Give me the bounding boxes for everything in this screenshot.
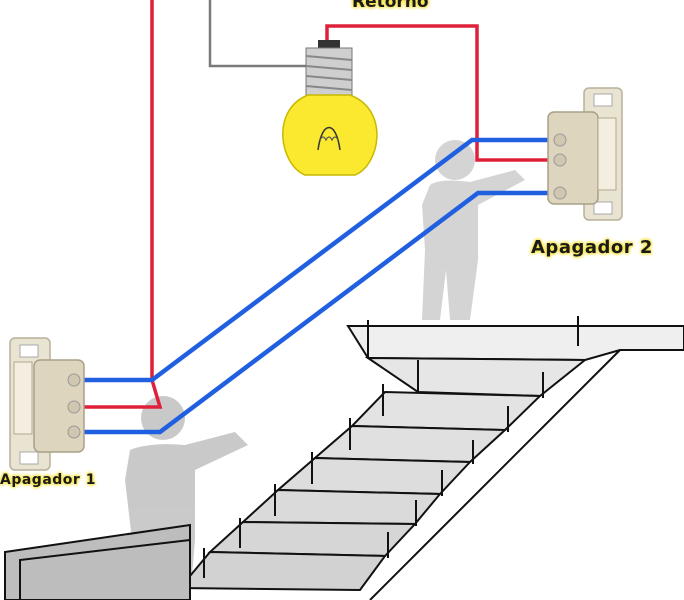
- staircase-icon: [4, 316, 684, 600]
- switch-icon-1: [9, 337, 85, 471]
- traveler-wires: [82, 137, 548, 435]
- person-silhouette-icon-top: [422, 140, 525, 320]
- light-bulb-icon: [282, 40, 378, 176]
- neutral-wire: [208, 0, 312, 68]
- retorno-label: Retorno: [352, 0, 429, 12]
- switch-2-label: Apagador 2: [531, 237, 653, 258]
- retorno-wire: [80, 0, 548, 409]
- switch-1-label: Apagador 1: [0, 472, 96, 488]
- switch-icon-2: [547, 87, 623, 221]
